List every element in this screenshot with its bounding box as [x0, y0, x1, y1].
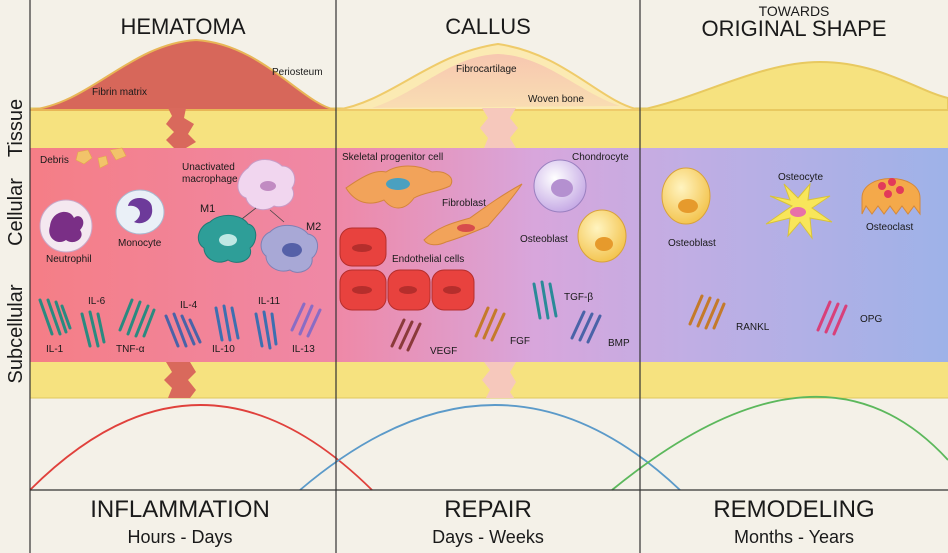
osteoblast-remodel-cell	[661, 167, 711, 225]
osteoclast-cell	[861, 178, 921, 216]
label-fibrin-matrix: Fibrin matrix	[92, 87, 147, 98]
label-osteocyte: Osteocyte	[778, 172, 823, 183]
molecule-bmp	[570, 310, 602, 344]
row-label-subcellular: Subcellular	[5, 284, 27, 383]
label-periosteum: Periosteum	[272, 67, 323, 78]
chondrocyte-cell	[533, 159, 587, 213]
molecule-il6	[80, 310, 106, 348]
label-il1: IL-1	[46, 344, 64, 355]
label-m1: M1	[200, 203, 215, 215]
label-tnfa: TNF-α	[116, 344, 145, 355]
label-il13: IL-13	[292, 344, 315, 355]
phase-remodeling-time: Months - Years	[734, 527, 854, 547]
label-il4: IL-4	[180, 300, 198, 311]
label-osteoclast: Osteoclast	[866, 222, 913, 233]
label-il6: IL-6	[88, 296, 106, 307]
remodel-bone-bump	[639, 60, 948, 111]
inflammation-curve	[29, 404, 373, 491]
row-label-tissue: Tissue	[5, 99, 27, 157]
label-debris: Debris	[40, 155, 69, 166]
label-osteoblast-remodel: Osteoblast	[668, 238, 716, 249]
neutrophil-cell	[39, 199, 93, 253]
fracture-gap-lower	[164, 362, 196, 398]
header-original-shape: ORIGINAL SHAPE	[701, 16, 886, 41]
label-fibroblast: Fibroblast	[442, 198, 486, 209]
m1-macrophage-cell	[197, 215, 257, 263]
label-rankl: RANKL	[736, 322, 770, 333]
label-skeletal-progenitor: Skeletal progenitor cell	[342, 152, 443, 163]
label-tgfb: TGF-β	[564, 292, 593, 303]
callus-gap-lower	[482, 362, 516, 398]
label-osteoblast-repair: Osteoblast	[520, 234, 568, 245]
callus-gap-upper	[480, 108, 518, 148]
label-fgf: FGF	[510, 336, 530, 347]
molecule-il4	[164, 312, 202, 348]
phase-repair: REPAIR	[444, 496, 532, 523]
label-m2: M2	[306, 221, 321, 233]
fracture-gap-upper	[166, 108, 196, 148]
label-fibrocartilage: Fibrocartilage	[456, 64, 517, 75]
label-vegf: VEGF	[430, 346, 457, 357]
molecule-il10	[214, 304, 240, 342]
phase-inflammation-time: Hours - Days	[127, 527, 232, 547]
skeletal-progenitor-cell	[345, 165, 453, 209]
osteocyte-cell	[765, 182, 833, 240]
molecule-il1	[38, 298, 72, 336]
label-neutrophil: Neutrophil	[46, 254, 92, 265]
label-monocyte: Monocyte	[118, 238, 162, 249]
label-endothelial: Endothelial cells	[392, 254, 464, 265]
phase-remodeling: REMODELING	[713, 496, 874, 523]
osteoblast-repair-cell	[577, 209, 627, 263]
molecule-tnfa	[118, 298, 156, 338]
label-unactivated-1: Unactivated	[182, 162, 235, 173]
header-towards: TOWARDS	[759, 3, 830, 19]
phase-inflammation: INFLAMMATION	[90, 496, 270, 523]
header-callus: CALLUS	[445, 14, 531, 39]
unactivated-macrophage-cell	[237, 159, 296, 211]
label-woven-bone: Woven bone	[528, 94, 584, 105]
label-unactivated-2: macrophage	[182, 174, 238, 185]
molecule-rankl	[688, 294, 726, 330]
label-il11: IL-11	[258, 296, 280, 307]
molecule-vegf	[390, 318, 422, 352]
label-opg: OPG	[860, 314, 882, 325]
endothelial-nuclei	[352, 244, 461, 294]
fibrocartilage-callus	[372, 54, 620, 108]
molecule-opg	[816, 300, 848, 336]
label-chondrocyte: Chondrocyte	[572, 152, 629, 163]
molecule-il11	[254, 310, 278, 350]
repair-curve	[299, 404, 681, 491]
phase-repair-time: Days - Weeks	[432, 527, 544, 547]
molecule-il13	[290, 302, 322, 338]
debris-fragments	[75, 147, 127, 169]
molecule-tgfb	[532, 280, 558, 320]
m2-macrophage-cell	[260, 225, 318, 273]
header-hematoma: HEMATOMA	[120, 14, 245, 39]
hematoma-mound	[29, 38, 337, 111]
label-bmp: BMP	[608, 338, 630, 349]
molecule-fgf	[474, 306, 506, 342]
fibroblast-cell	[423, 183, 523, 246]
remodel-curve	[611, 396, 948, 491]
row-label-cellular: Cellular	[5, 178, 27, 246]
monocyte-cell	[115, 189, 165, 235]
label-il10: IL-10	[212, 344, 235, 355]
